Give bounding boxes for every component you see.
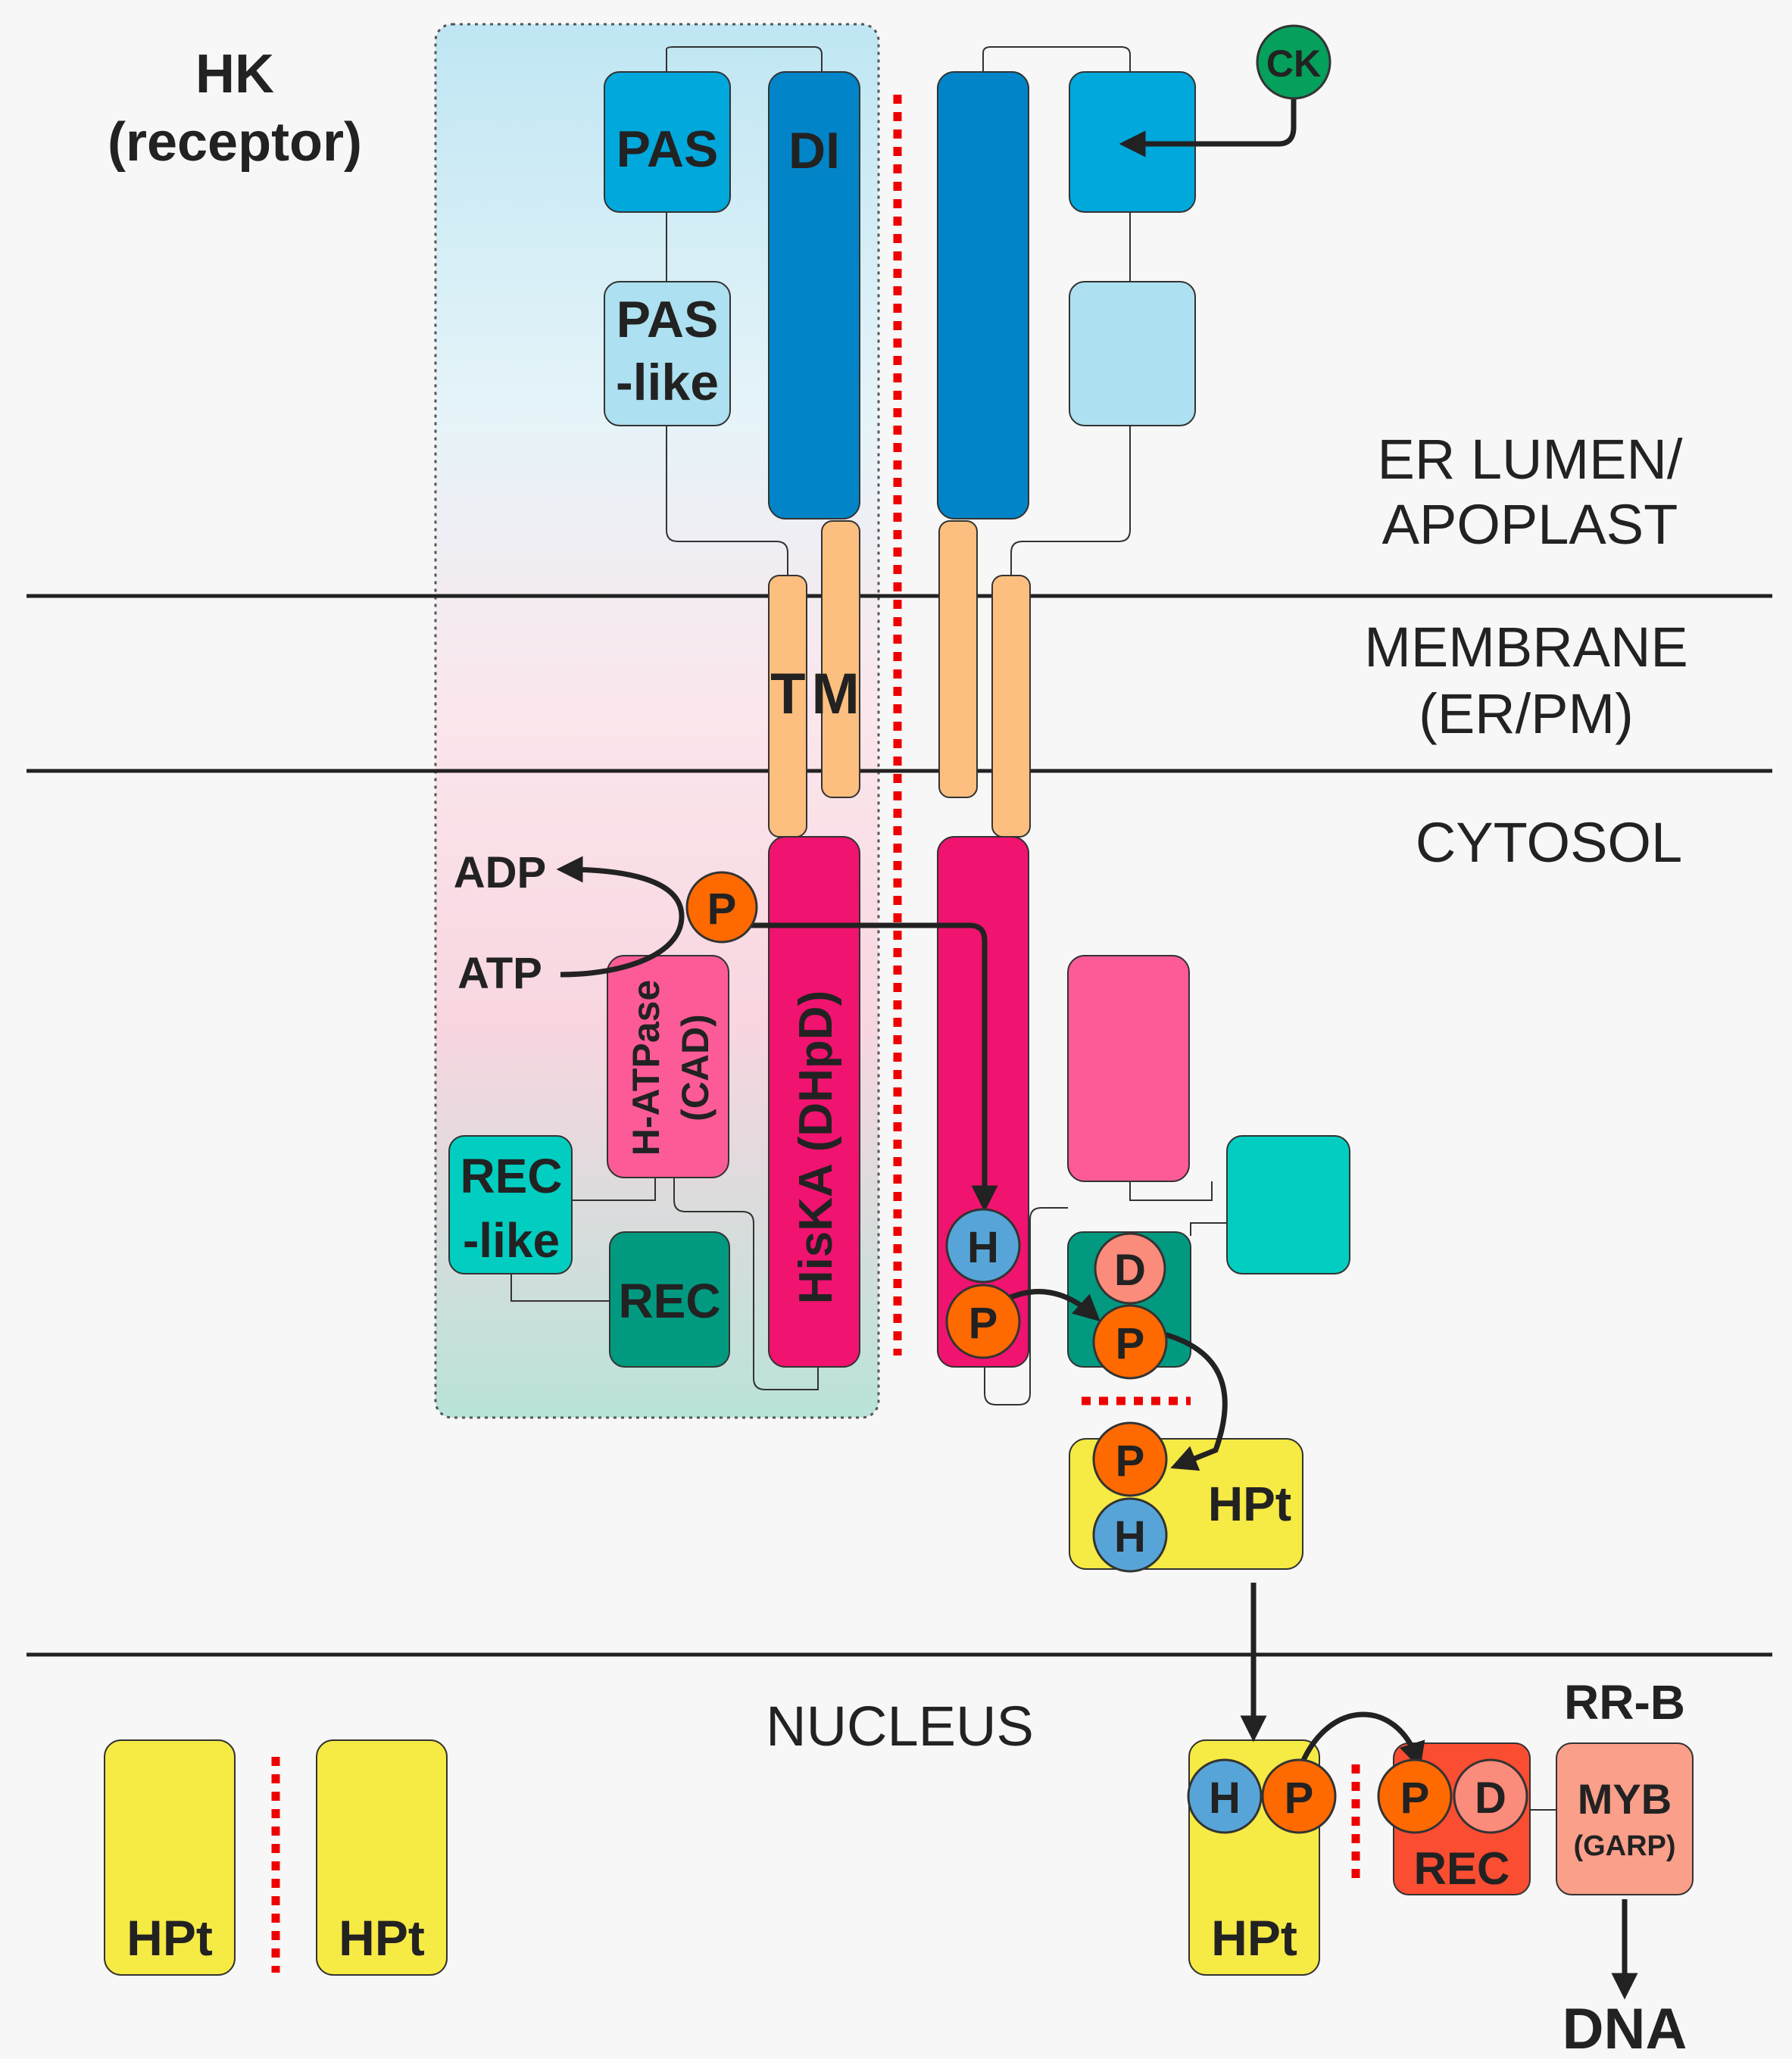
tm-helix-right-2 <box>991 575 1031 838</box>
asp-residue-rr <box>1453 1758 1528 1834</box>
linker-r-paslike-tm <box>1010 426 1131 576</box>
pas-like-domain-right <box>1069 281 1196 426</box>
hpt-nuclear-2 <box>316 1739 448 1976</box>
myb-label: MYB <box>1578 1775 1672 1823</box>
phospho-his-right <box>945 1284 1021 1359</box>
rec-label: REC <box>618 1274 720 1328</box>
phospho-transfer-his-arrow <box>746 922 998 1212</box>
garp-label: (GARP) <box>1573 1830 1675 1862</box>
ck-binding-arrow <box>1119 89 1297 158</box>
hpt-nuclear-active-label: HPt <box>1211 1910 1297 1966</box>
phospho-his-right-label: P <box>969 1299 998 1348</box>
hiska-domain <box>768 836 860 1368</box>
hatpase-domain-right <box>1067 955 1190 1182</box>
tm-helix-right-1 <box>938 520 978 798</box>
hpt-nuclear-1-label: HPt <box>126 1910 213 1966</box>
phospho-atp-bound <box>685 871 758 944</box>
hpt-cytosol-label: HPt <box>1208 1477 1291 1531</box>
hatpase-label-line1: H-ATPase <box>625 980 667 1156</box>
pas-label: PAS <box>617 120 719 178</box>
linker-paslike-tm <box>666 426 788 576</box>
his-hpt-nuclear-label: H <box>1209 1774 1241 1823</box>
hk-title-line2: (receptor) <box>108 112 362 173</box>
his-hpt-cytosol-label: H <box>1114 1512 1146 1561</box>
asp-rr-label: D <box>1475 1774 1506 1823</box>
phospho-asp-rr-label: P <box>1400 1774 1430 1823</box>
pas-like-label-line2: -like <box>616 354 719 411</box>
linker-hatpase-rec <box>673 1178 819 1390</box>
ck-ligand <box>1256 24 1332 100</box>
rec-like-label-line1: REC <box>460 1149 562 1203</box>
zone-lumen-line1: ER LUMEN/ <box>1378 428 1683 491</box>
linker-r-di-pas <box>982 46 1131 72</box>
rrb-label: RR-B <box>1564 1675 1685 1730</box>
phospho-atp-label: P <box>707 884 737 934</box>
phospho-hpt-nuclear <box>1261 1758 1337 1834</box>
dna-label: DNA <box>1563 1997 1687 2059</box>
linker-pas-di <box>666 46 823 72</box>
atp-label: ATP <box>457 949 542 998</box>
myb-domain <box>1556 1742 1694 1895</box>
phospho-transfer-hpt-arrow <box>1158 1330 1228 1471</box>
asp-residue-right <box>1094 1232 1166 1305</box>
hatpase-domain <box>607 955 729 1178</box>
ck-label: CK <box>1266 42 1321 85</box>
tm-helix-2 <box>821 520 860 798</box>
hk-title-line1: HK <box>195 44 274 105</box>
rec-like-domain-right <box>1226 1135 1350 1274</box>
zone-lumen-line2: APOPLAST <box>1382 493 1678 556</box>
rec-nuclear-label: REC <box>1414 1843 1510 1894</box>
hiska-label: HisKA (DHpD) <box>790 991 842 1304</box>
his-residue-right <box>945 1208 1021 1284</box>
linker-r-hatpase-rec <box>1129 1181 1213 1201</box>
zone-cytosol: CYTOSOL <box>1416 811 1682 874</box>
hpt-nuclear-2-label: HPt <box>339 1910 425 1966</box>
zone-nucleus: NUCLEUS <box>766 1695 1034 1758</box>
phospho-asp-right-label: P <box>1116 1319 1145 1368</box>
phospho-asp-rr <box>1377 1758 1453 1834</box>
adp-label: ADP <box>454 848 546 897</box>
phospho-asp-right <box>1092 1304 1168 1380</box>
pas-like-label-line1: PAS <box>617 291 719 348</box>
asp-right-label: D <box>1114 1246 1146 1295</box>
di-domain <box>768 71 860 519</box>
his-right-label: H <box>967 1223 999 1272</box>
linker-reclike-rec <box>510 1274 610 1302</box>
phospho-transfer-rr-arrow <box>1294 1711 1425 1780</box>
his-hpt-nuclear <box>1187 1758 1263 1834</box>
zone-membrane-line2: (ER/PM) <box>1419 682 1634 745</box>
phospho-hpt-cytosol-label: P <box>1116 1437 1145 1486</box>
pas-like-domain <box>604 281 731 426</box>
rec-domain <box>609 1231 730 1368</box>
hk-receptor-highlight <box>434 23 880 1419</box>
rec-like-domain <box>448 1135 573 1274</box>
phospho-transfer-asp-arrow <box>1006 1289 1100 1322</box>
atp-adp-arrow <box>556 856 685 978</box>
di-domain-right <box>937 71 1029 519</box>
phospho-hpt-cytosol <box>1092 1421 1168 1497</box>
tm-label: TM <box>770 662 866 726</box>
zone-membrane-line1: MEMBRANE <box>1364 616 1688 679</box>
hatpase-label-line2: (CAD) <box>674 1014 716 1122</box>
pas-domain <box>604 71 731 213</box>
linker-r-tail <box>984 1207 1068 1405</box>
phospho-hpt-nuclear-label: P <box>1285 1774 1314 1823</box>
rec-like-label-line2: -like <box>463 1213 560 1268</box>
his-hpt-cytosol <box>1092 1497 1168 1573</box>
hpt-nuclear-1 <box>104 1739 236 1976</box>
di-label: DI <box>788 122 840 179</box>
